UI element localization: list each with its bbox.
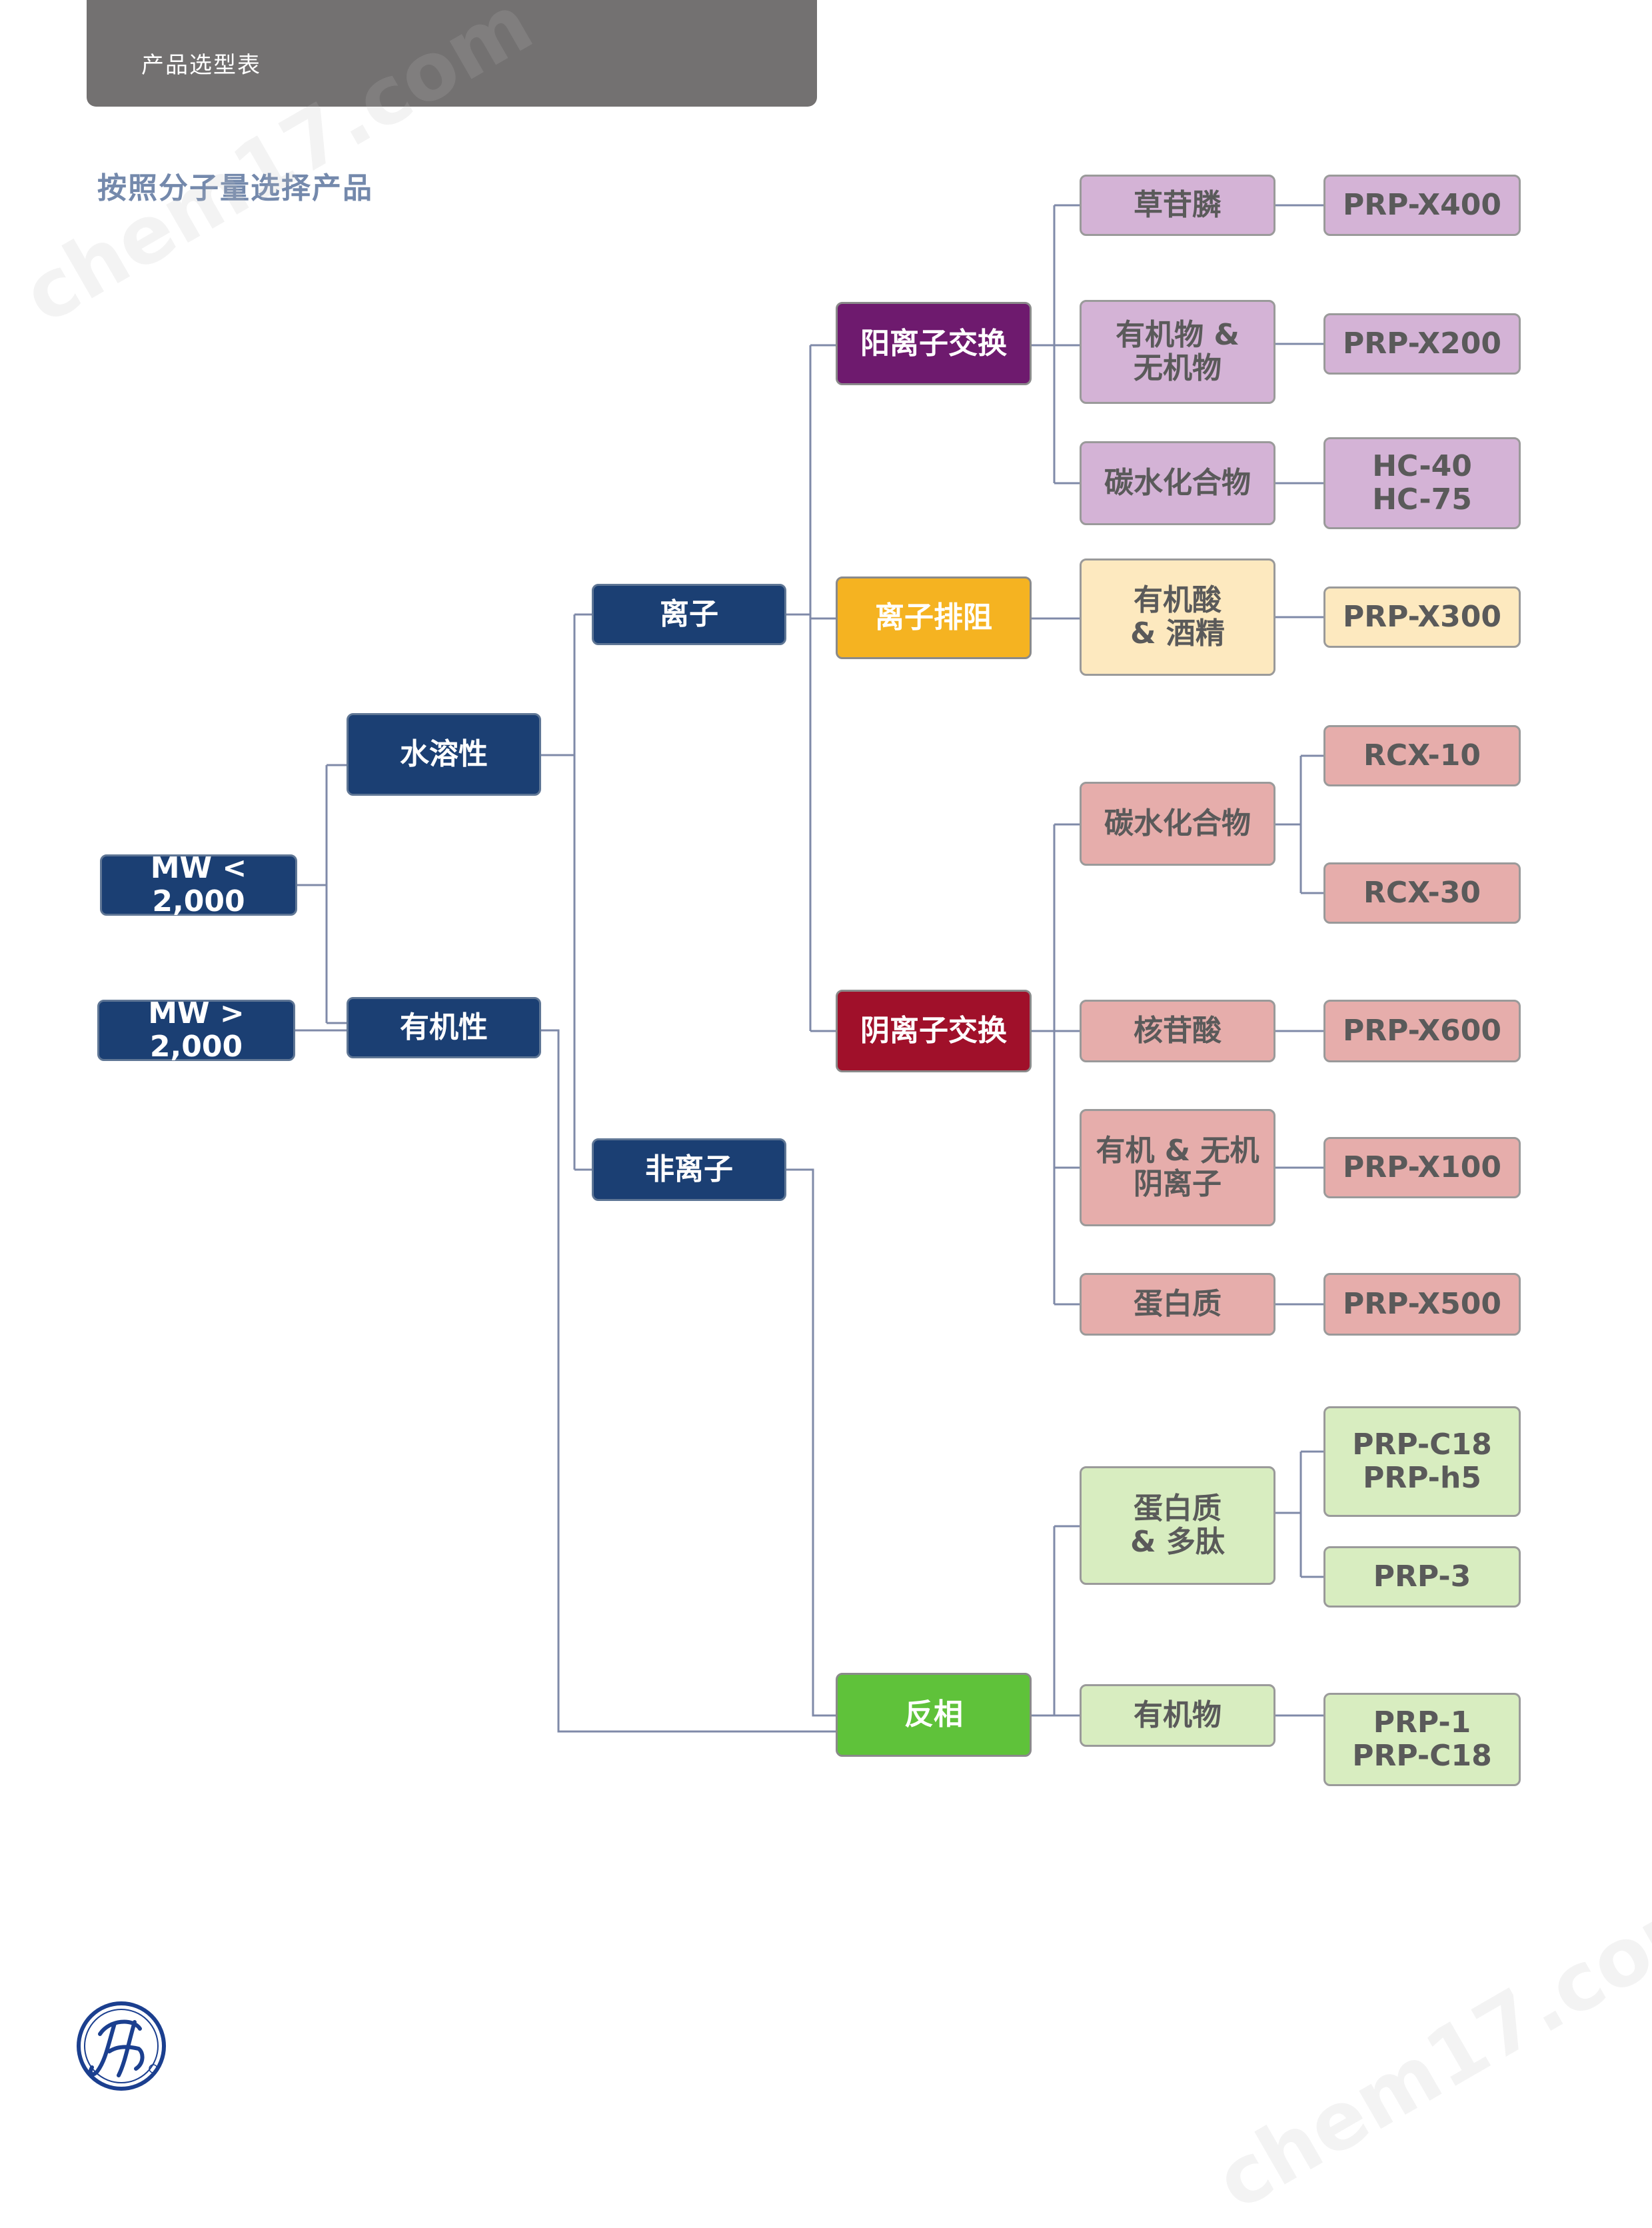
link-mw-low xyxy=(297,764,347,1024)
product-prp-3: PRP-3 xyxy=(1323,1546,1521,1608)
product-hc-40-hc-75: HC-40 HC-75 xyxy=(1323,437,1521,529)
product-prp-x100: PRP-X100 xyxy=(1323,1137,1521,1198)
node-organic-inorganic: 有机物 & 无机物 xyxy=(1080,300,1275,404)
link-reverse-phase xyxy=(1032,1525,1080,1717)
node-mw-low: MW < 2,000 xyxy=(100,852,297,918)
link-organic xyxy=(541,1029,836,1733)
link-ionic xyxy=(786,344,836,1032)
node-water-soluble: 水溶性 xyxy=(347,713,541,796)
node-nucleotide: 核苷酸 xyxy=(1080,1000,1275,1062)
node-cation-exchange: 阳离子交换 xyxy=(836,302,1032,385)
product-prp-x400: PRP-X400 xyxy=(1323,175,1521,236)
link-cation xyxy=(1032,204,1080,485)
node-ion-exclusion: 离子排阻 xyxy=(836,576,1032,659)
product-prp-x200: PRP-X200 xyxy=(1323,313,1521,375)
node-organic-soluble: 有机性 xyxy=(347,997,541,1058)
product-rcx-10: RCX-10 xyxy=(1323,725,1521,786)
node-organics: 有机物 xyxy=(1080,1684,1275,1747)
link-carb-anion xyxy=(1275,754,1323,894)
node-protein-anion: 蛋白质 xyxy=(1080,1273,1275,1336)
link-anion xyxy=(1032,823,1080,1306)
node-mw-high: MW > 2,000 xyxy=(97,997,295,1064)
product-prp-c18-prp-h5: PRP-C18 PRP-h5 xyxy=(1323,1406,1521,1517)
node-nonionic: 非离子 xyxy=(592,1138,786,1201)
link-water xyxy=(541,613,592,1171)
product-prp-1-prp-c18: PRP-1 PRP-C18 xyxy=(1323,1693,1521,1786)
node-carbohydrate-anion: 碳水化合物 xyxy=(1080,782,1275,866)
product-rcx-30: RCX-30 xyxy=(1323,862,1521,924)
node-org-inorg-anion: 有机 & 无机 阴离子 xyxy=(1080,1109,1275,1226)
product-prp-x300: PRP-X300 xyxy=(1323,586,1521,648)
link-protein-peptide xyxy=(1275,1450,1323,1578)
node-ionic: 离子 xyxy=(592,584,786,645)
company-logo xyxy=(77,2001,166,2091)
node-organic-acid-alcohol: 有机酸 & 酒精 xyxy=(1080,558,1275,676)
product-prp-x500: PRP-X500 xyxy=(1323,1273,1521,1336)
node-carbohydrate-cation: 碳水化合物 xyxy=(1080,441,1275,525)
node-glyphosate: 草苷膦 xyxy=(1080,175,1275,236)
section-title: 按照分子量选择产品 xyxy=(97,171,373,205)
product-prp-x600: PRP-X600 xyxy=(1323,1000,1521,1062)
node-protein-peptide: 蛋白质 & 多肽 xyxy=(1080,1466,1275,1585)
header-title: 产品选型表 xyxy=(141,52,261,79)
header-bar: 产品选型表 xyxy=(87,0,817,107)
node-anion-exchange: 阴离子交换 xyxy=(836,990,1032,1072)
link-nonionic xyxy=(786,1168,836,1717)
node-reverse-phase: 反相 xyxy=(836,1673,1032,1757)
